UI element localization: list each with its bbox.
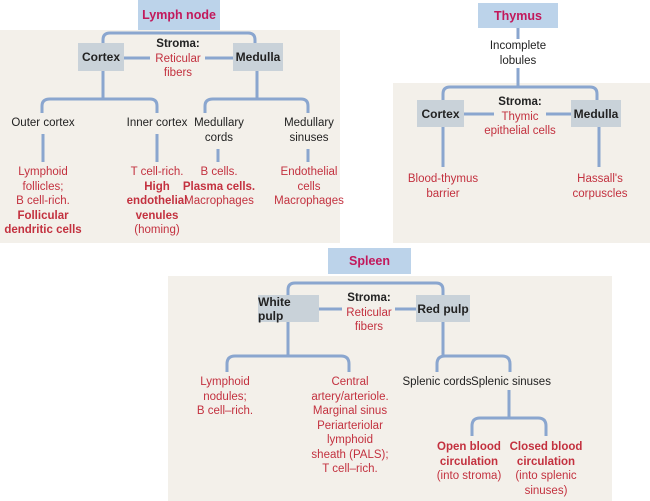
- detail-line: B cells.: [200, 166, 238, 178]
- detail-line: venules: [135, 209, 179, 222]
- closed-circulation-3: (into splenic: [515, 470, 577, 482]
- detail-line: High: [144, 180, 170, 193]
- medullary-sinuses-label-2: sinuses: [289, 131, 329, 144]
- red-pulp-box: Red pulp: [416, 295, 470, 322]
- detail-line: Marginal sinus: [312, 405, 388, 417]
- thymus-cortex-detail: Blood-thymus barrier: [408, 172, 478, 201]
- thymus-cortex-label: Cortex: [421, 106, 460, 121]
- spleen-stroma-value-1: Reticular: [346, 306, 392, 319]
- detail-line: Lymphoid: [18, 166, 68, 178]
- thymus-medulla-label: Medulla: [573, 106, 619, 121]
- spleen-panel: [168, 276, 612, 501]
- detail-line: follicles;: [22, 180, 64, 193]
- thymus-subtitle: Incomplete lobules: [490, 39, 546, 68]
- spleen-stroma-value-2: fibers: [354, 321, 384, 333]
- detail-line: lymphoid: [326, 434, 374, 446]
- splenic-sinuses-label: Splenic sinuses: [471, 376, 551, 388]
- thymus-medulla-detail: Hassall's corpuscles: [573, 172, 628, 201]
- detail-line: Periarteriolar: [317, 419, 383, 432]
- splenic-cords-label: Splenic cords: [402, 376, 472, 388]
- lymph-node-title-text: Lymph node: [142, 8, 216, 22]
- detail-line: endothelial: [126, 195, 188, 207]
- detail-line: dendritic cells: [4, 224, 82, 236]
- lymph-stroma-value-1: Reticular: [155, 52, 201, 65]
- thymus-cortex-detail-2: barrier: [426, 187, 460, 200]
- detail-line: Follicular: [17, 209, 69, 222]
- lymph-node-title: Lymph node: [138, 0, 220, 30]
- thymus-medulla-box: Medulla: [571, 100, 621, 127]
- detail-line: B cell-rich.: [16, 195, 70, 207]
- medullary-cords-label-1: Medullary: [194, 117, 244, 129]
- detail-line: nodules;: [203, 390, 247, 403]
- thymus-cortex-box: Cortex: [417, 100, 464, 127]
- spleen-stroma-label: Stroma:: [347, 292, 391, 304]
- thymus-stroma-label: Stroma:: [498, 96, 542, 108]
- lymphoid-nodules-detail: Lymphoid nodules; B cell–rich.: [197, 375, 253, 419]
- lymph-stroma-value-2: fibers: [163, 67, 193, 79]
- spleen-title: Spleen: [328, 248, 411, 274]
- open-circulation-1: Open blood: [437, 441, 501, 453]
- white-pulp-label: White pulp: [258, 294, 291, 323]
- detail-line: Macrophages: [274, 195, 344, 207]
- inner-cortex-detail: T cell-rich. High endothelial venules (homin…: [127, 165, 188, 238]
- spleen-title-text: Spleen: [349, 254, 390, 268]
- thymus-cortex-detail-1: Blood-thymus: [407, 173, 479, 185]
- closed-circulation-1: Closed blood: [509, 441, 583, 453]
- detail-line: (homing): [134, 224, 180, 236]
- closed-circulation-detail: Closed blood circulation (into splenic s…: [510, 440, 583, 498]
- thymus-stroma-value-2: epithelial cells: [484, 125, 556, 137]
- lymph-medulla-label: Medulla: [235, 50, 281, 64]
- medullary-sinuses-label-1: Medullary: [284, 117, 334, 129]
- thymus-medulla-detail-2: corpuscles: [572, 187, 628, 200]
- detail-line: cells: [297, 180, 321, 193]
- detail-line: artery/arteriole.: [311, 390, 389, 403]
- open-circulation-3: (into stroma): [436, 470, 502, 482]
- white-pulp-box: White pulp: [258, 294, 319, 323]
- red-pulp-label: Red pulp: [417, 301, 469, 316]
- thymus-subtitle-1: Incomplete: [489, 40, 547, 52]
- spleen-stroma: Stroma: Reticular fibers: [346, 291, 391, 335]
- thymus-title: Thymus: [478, 3, 558, 28]
- thymus-stroma: Stroma: Thymic epithelial cells: [484, 95, 556, 139]
- thymus-stroma-value-1: Thymic: [501, 110, 539, 123]
- thymus-title-text: Thymus: [494, 8, 542, 23]
- detail-line: Endothelial: [280, 166, 338, 178]
- lymph-stroma-label: Stroma:: [156, 38, 200, 50]
- lymph-medulla-box: Medulla: [233, 43, 283, 71]
- detail-line: B cell–rich.: [196, 405, 254, 417]
- inner-cortex-label: Inner cortex: [126, 117, 188, 129]
- detail-line: sheath (PALS);: [311, 448, 389, 461]
- thymus-medulla-detail-1: Hassall's: [577, 173, 623, 185]
- detail-line: Macrophages: [184, 195, 254, 207]
- open-circulation-detail: Open blood circulation (into stroma): [437, 440, 502, 484]
- lymph-stroma: Stroma: Reticular fibers: [155, 37, 200, 81]
- detail-line: Lymphoid: [200, 376, 250, 388]
- lymph-cortex-box: Cortex: [78, 43, 124, 71]
- outer-cortex-detail: Lymphoid follicles; B cell-rich. Follicular…: [4, 165, 81, 238]
- medullary-sinuses-label: Medullary sinuses: [284, 116, 334, 145]
- open-circulation-2: circulation: [439, 455, 499, 468]
- detail-line: T cell–rich.: [322, 463, 378, 475]
- detail-line: Central: [331, 376, 369, 388]
- medullary-cords-label: Medullary cords: [194, 116, 244, 145]
- closed-circulation-4: sinuses): [524, 484, 568, 497]
- closed-circulation-2: circulation: [516, 455, 576, 468]
- lymph-node-panel: [0, 30, 340, 243]
- thymus-subtitle-2: lobules: [499, 54, 537, 67]
- outer-cortex-label: Outer cortex: [11, 117, 75, 129]
- detail-line: Plasma cells.: [182, 180, 256, 193]
- detail-line: T cell-rich.: [130, 166, 184, 178]
- lymph-cortex-label: Cortex: [81, 50, 120, 64]
- medullary-cords-label-2: cords: [204, 131, 234, 144]
- medullary-cords-detail: B cells. Plasma cells. Macrophages: [183, 165, 255, 209]
